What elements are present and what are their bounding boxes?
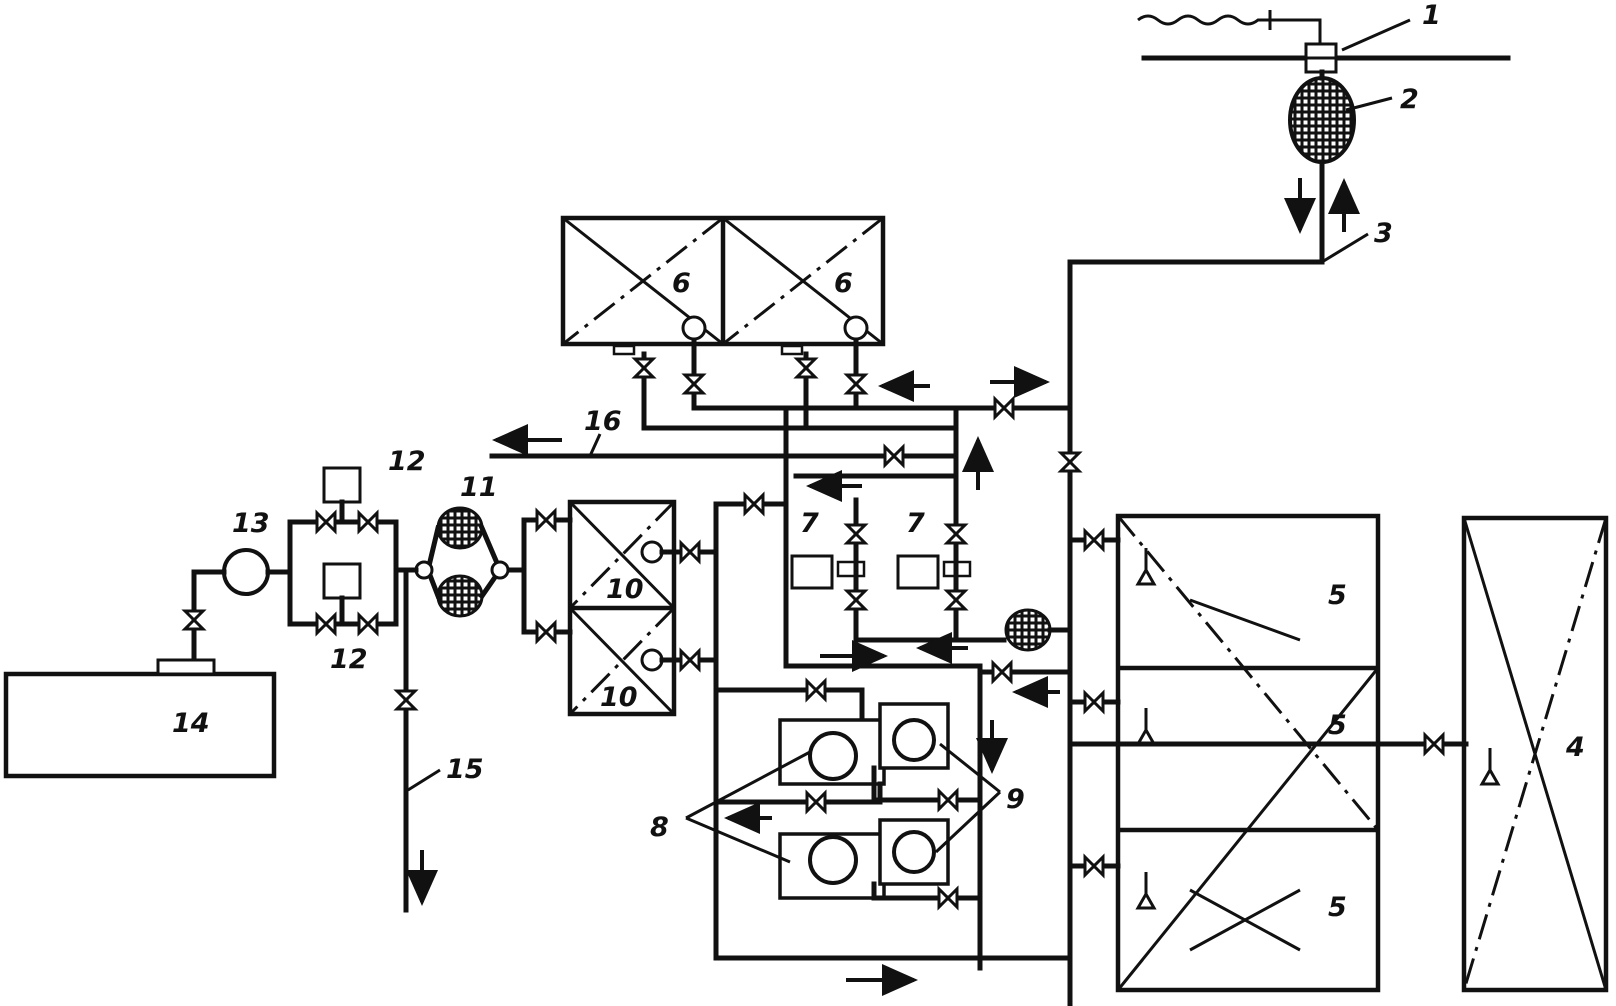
- pump-7a: [790, 497, 867, 643]
- heaters-10: [567, 499, 719, 717]
- label-2: 2: [1400, 84, 1419, 115]
- label-4: 4: [1565, 732, 1585, 763]
- label-10b: 10: [600, 682, 638, 713]
- label-13: 13: [232, 508, 270, 539]
- pump-13: [183, 548, 293, 673]
- label-12a: 12: [388, 446, 426, 477]
- pumps-8-9: [713, 679, 983, 909]
- drain-line-15: [393, 567, 438, 913]
- label-10a: 10: [606, 574, 644, 605]
- filters-11: [414, 506, 527, 618]
- label-12b: 12: [330, 644, 368, 675]
- label-5a: 5: [1328, 580, 1347, 611]
- intake-line: [1137, 10, 1511, 74]
- line-16: [489, 424, 959, 467]
- pump-7b: [896, 473, 972, 643]
- label-7a: 7: [800, 508, 819, 539]
- sea-chest-strainer: [1288, 69, 1356, 164]
- label-15: 15: [446, 754, 484, 785]
- tanks-6: [560, 215, 886, 356]
- strainer-mid: [1004, 608, 1052, 652]
- label-6a: 6: [672, 268, 691, 299]
- label-7b: 7: [906, 508, 925, 539]
- label-8: 8: [650, 812, 669, 843]
- label-6b: 6: [834, 268, 853, 299]
- label-16: 16: [584, 406, 622, 437]
- tank-14: [3, 658, 277, 779]
- label-3: 3: [1374, 218, 1393, 249]
- label-5b: 5: [1328, 710, 1347, 741]
- label-9: 9: [1006, 784, 1025, 815]
- label-14: 14: [172, 708, 210, 739]
- main-pipe-3: [1067, 159, 1325, 1006]
- tanks-5: [1067, 513, 1381, 993]
- separators-12: [287, 466, 399, 635]
- label-5c: 5: [1328, 892, 1347, 923]
- label-1: 1: [1422, 0, 1441, 31]
- label-11: 11: [460, 472, 498, 503]
- tank-4: [1067, 515, 1609, 993]
